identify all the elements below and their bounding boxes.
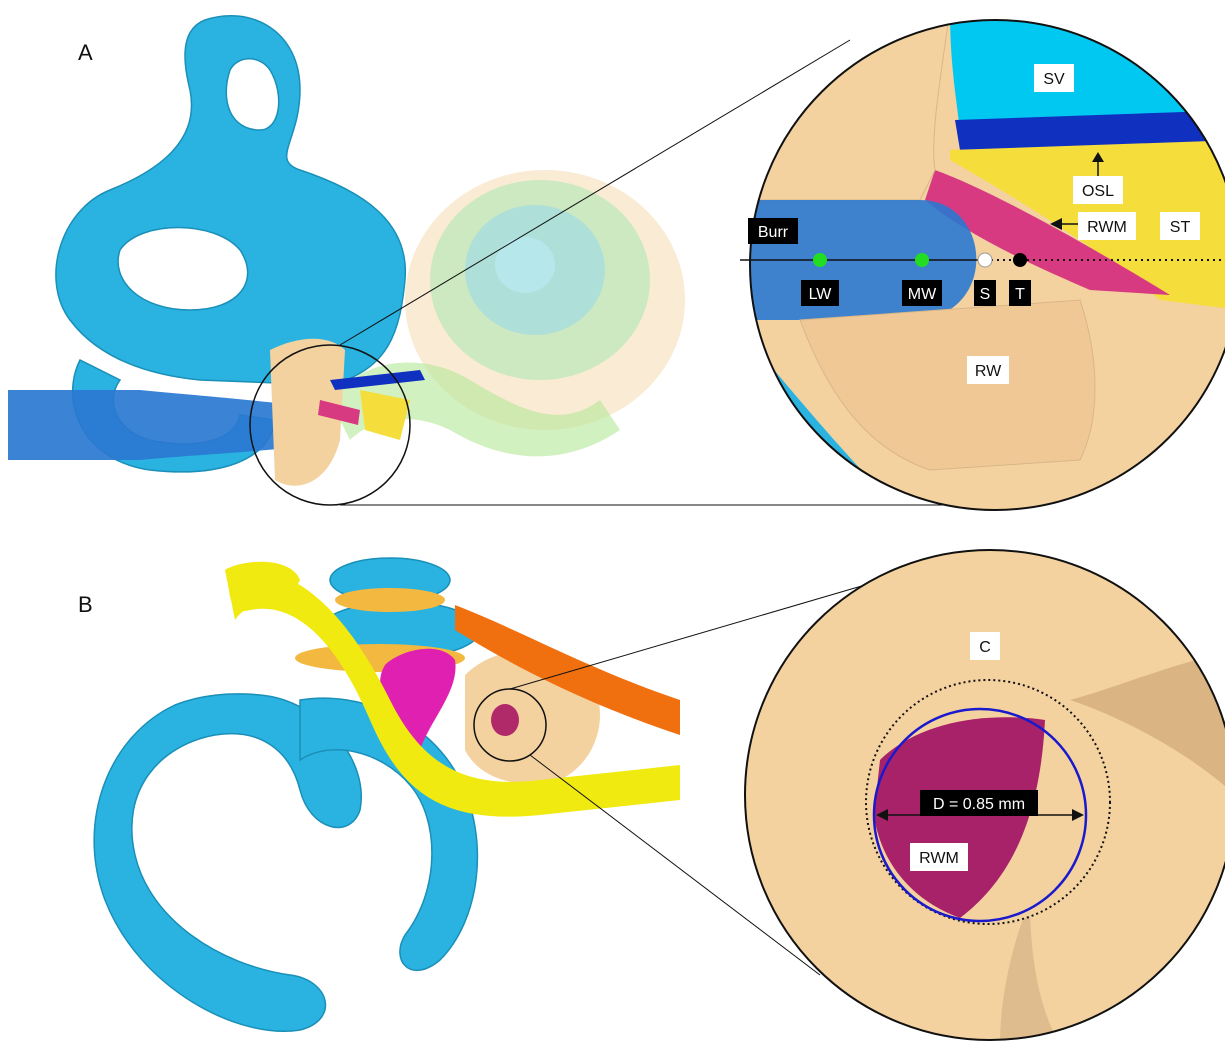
round-window-b-small [491, 704, 519, 736]
marker-s [978, 253, 992, 267]
marker-mw [915, 253, 929, 267]
label-rwm-a: RWM [1087, 219, 1127, 236]
labyrinth-b [94, 558, 480, 1031]
label-rwm-b: RWM [919, 850, 959, 867]
label-osl: OSL [1082, 183, 1114, 200]
panel-letter-a: A [78, 40, 93, 65]
label-sv: SV [1043, 71, 1065, 88]
panel-a: A [8, 10, 1225, 520]
label-mw: MW [908, 286, 937, 303]
marker-t [1013, 253, 1027, 267]
label-s: S [980, 286, 991, 303]
panel-letter-b: B [78, 592, 93, 617]
label-lw: LW [809, 286, 833, 303]
panel-b: B C [78, 545, 1225, 1045]
label-burr: Burr [758, 224, 789, 241]
label-rw: RW [975, 363, 1002, 380]
label-c: C [979, 639, 991, 656]
label-st: ST [1170, 219, 1191, 236]
label-diameter: D = 0.85 mm [933, 796, 1025, 813]
label-t: T [1015, 286, 1025, 303]
marker-lw [813, 253, 827, 267]
tegmen-layer-1 [335, 588, 445, 612]
